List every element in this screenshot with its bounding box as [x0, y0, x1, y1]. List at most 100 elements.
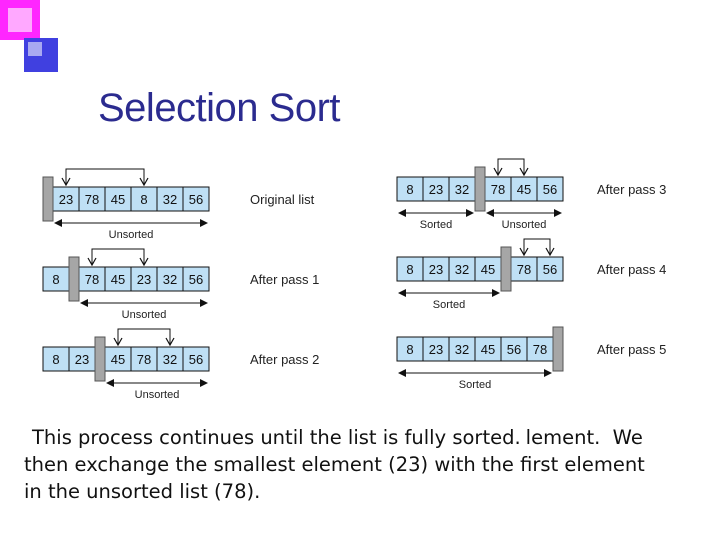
list-cell [42, 346, 70, 372]
list-cell [182, 346, 210, 372]
cell-value: 32 [455, 182, 469, 197]
cell-value: 8 [52, 352, 59, 367]
list-cell [156, 186, 184, 212]
swap-arrow [91, 248, 145, 264]
cell-value: 45 [111, 192, 125, 207]
list-cell [536, 256, 564, 282]
cell-value: 78 [85, 272, 99, 287]
span-label: Sorted [433, 299, 465, 311]
list-cell [474, 256, 502, 282]
cell-value: 8 [52, 272, 59, 287]
swap-arrow-head [113, 337, 123, 347]
span-arrow-head [398, 209, 406, 217]
swap-arrow-head [519, 247, 529, 257]
caption: element. We then exchange the smallest e… [24, 424, 714, 505]
sorted-wall [94, 336, 106, 382]
sorted-wall [42, 176, 54, 222]
list-cell [130, 186, 158, 212]
list-cell [156, 266, 184, 292]
list-cell [526, 336, 554, 362]
cell-value: 78 [517, 262, 531, 277]
list-cell [104, 266, 132, 292]
page-title: Selection Sort [98, 86, 341, 130]
list-cell [448, 336, 476, 362]
list-cell [104, 346, 132, 372]
swap-arrow-head [545, 247, 555, 257]
caption-line-1: element. We [513, 426, 643, 449]
cell-value: 23 [429, 262, 443, 277]
list-cell [396, 336, 424, 362]
deco-square-light [28, 42, 42, 56]
cell-value: 23 [137, 272, 151, 287]
cell-value: 23 [59, 192, 73, 207]
list-cell [182, 266, 210, 292]
cell-value: 78 [491, 182, 505, 197]
span-label: Unsorted [502, 219, 547, 231]
list-cell [448, 256, 476, 282]
cell-value: 23 [429, 182, 443, 197]
span-arrow-head [80, 299, 88, 307]
swap-arrow [65, 168, 145, 184]
list-cell [396, 176, 424, 202]
pass-label: After pass 2 [250, 352, 319, 367]
span-label: Unsorted [122, 309, 167, 321]
swap-arrow-head [519, 167, 529, 177]
cell-value: 78 [137, 352, 151, 367]
cell-value: 8 [406, 182, 413, 197]
cell-value: 78 [533, 342, 547, 357]
cell-value: 56 [189, 192, 203, 207]
cell-value: 32 [163, 272, 177, 287]
cell-value: 32 [163, 192, 177, 207]
span-label: Sorted [459, 379, 491, 391]
cell-value: 56 [189, 272, 203, 287]
cell-value: 32 [455, 262, 469, 277]
span-arrow-head [398, 369, 406, 377]
list-cell [422, 176, 450, 202]
pass-label: After pass 5 [597, 342, 666, 357]
list-cell [536, 176, 564, 202]
cell-value: 45 [481, 262, 495, 277]
sorted-wall [500, 246, 512, 292]
cell-value: 45 [517, 182, 531, 197]
caption-line-2: then exchange the smallest element (23) … [24, 453, 645, 476]
list-cell [156, 346, 184, 372]
cell-value: 32 [455, 342, 469, 357]
swap-arrow [497, 158, 525, 174]
span-label: Unsorted [135, 389, 180, 401]
sorted-wall [552, 326, 564, 372]
sorted-wall [474, 166, 486, 212]
sorted-wall [68, 256, 80, 302]
cell-value: 56 [189, 352, 203, 367]
span-arrow-head [106, 379, 114, 387]
list-cell [130, 266, 158, 292]
swap-arrow [117, 328, 171, 344]
cell-value: 56 [543, 262, 557, 277]
list-cell [68, 346, 96, 372]
deco-square-white [8, 8, 32, 32]
caption-overlay: This process continues until the list is… [32, 424, 525, 451]
span-label: Sorted [420, 219, 452, 231]
list-cell [396, 256, 424, 282]
cell-value: 32 [163, 352, 177, 367]
pass-label: After pass 3 [597, 182, 666, 197]
pass-label: After pass 4 [597, 262, 666, 277]
list-cell [510, 176, 538, 202]
caption-line-3: in the unsorted list (78). [24, 480, 261, 503]
span-arrow-head [486, 209, 494, 217]
span-arrow-head [54, 219, 62, 227]
cell-value: 78 [85, 192, 99, 207]
list-cell [130, 346, 158, 372]
pass-label: Original list [250, 192, 315, 207]
cell-value: 45 [481, 342, 495, 357]
cell-value: 8 [406, 342, 413, 357]
list-cell [52, 186, 80, 212]
span-arrow-head [398, 289, 406, 297]
list-cell [448, 176, 476, 202]
cell-value: 8 [406, 262, 413, 277]
span-label: Unsorted [109, 229, 154, 241]
